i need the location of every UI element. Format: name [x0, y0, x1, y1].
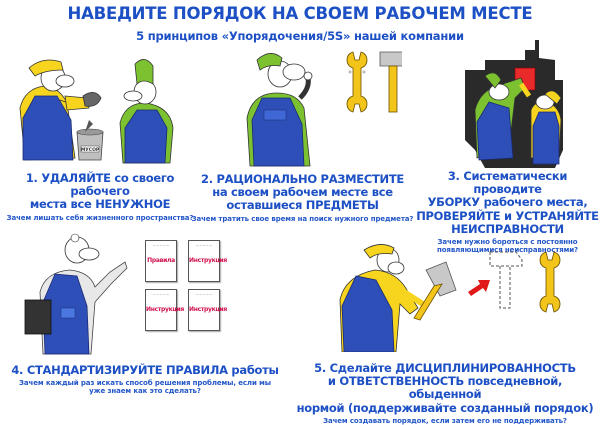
- worker-yellow-repair-icon: [518, 82, 562, 165]
- worker-green-icon: [119, 59, 174, 164]
- document-instruction: — — — — —Инструкция: [145, 289, 184, 331]
- principle-5-heading: 5. Сделайте ДИСЦИПЛИНИРОВАННОСТЬ и ОТВЕТ…: [296, 361, 594, 415]
- document-grid: — — — — —Правила — — — — —Инструкция — —…: [140, 237, 240, 342]
- illustration-discard-unneeded: МУСОР: [5, 48, 195, 168]
- worker-yellow-hammer-icon: [339, 244, 428, 352]
- folder-icon: [24, 299, 52, 335]
- principle-4: 4. СТАНДАРТИЗИРУЙТЕ ПРАВИЛА работы Зачем…: [0, 363, 290, 396]
- page-subtitle: 5 принципов «Упорядочения/5S» нашей комп…: [136, 29, 464, 43]
- principle-1-question: Зачем лишать себя жизненного пространств…: [6, 213, 194, 222]
- trash-bin-icon: МУСОР: [76, 120, 104, 161]
- worker-white-pointing-icon: [24, 233, 128, 355]
- wrench-icon: [539, 251, 561, 313]
- illustration-arrange-items: [232, 48, 402, 168]
- principle-3-heading: 3. Систематически проводите УБОРКУ рабоч…: [416, 169, 599, 236]
- principle-3-question: Зачем нужно бороться с постоянно появляю…: [436, 238, 579, 255]
- illustration-standardize: [15, 232, 130, 357]
- worker-yellow-icon: [19, 59, 90, 161]
- wrench-icon: [346, 51, 368, 113]
- page-title: НАВЕДИТЕ ПОРЯДОК НА СВОЕМ РАБОЧЕМ МЕСТЕ: [67, 4, 533, 23]
- document-rules: — — — — —Правила: [145, 240, 177, 282]
- principle-4-question: Зачем каждый раз искать способ решения п…: [19, 379, 271, 396]
- principle-2-question: Зачем тратить свое время на поиск нужног…: [191, 214, 414, 223]
- worker-green-thinking-icon: [246, 53, 313, 167]
- hammer-outline-icon: [489, 251, 523, 309]
- principle-5-question: Зачем создавать порядок, если затем его …: [323, 416, 567, 425]
- principle-1: 1. УДАЛЯЙТЕ со своего рабочего места все…: [0, 171, 200, 222]
- document-instruction: — — — — —Инструкция: [188, 240, 227, 282]
- worker-green-repair-icon: [474, 72, 526, 161]
- hammer-in-hand-icon: [413, 261, 457, 321]
- principle-5: 5. Сделайте ДИСЦИПЛИНИРОВАННОСТЬ и ОТВЕТ…: [290, 361, 600, 425]
- principle-2-heading: 2. РАЦИОНАЛЬНО РАЗМЕСТИТЕ на своем рабоч…: [201, 172, 404, 213]
- illustration-clean-inspect: [455, 40, 595, 168]
- illustration-discipline: [330, 240, 600, 352]
- principle-1-heading: 1. УДАЛЯЙТЕ со своего рабочего места все…: [25, 171, 175, 212]
- principle-4-heading: 4. СТАНДАРТИЗИРУЙТЕ ПРАВИЛА работы: [11, 363, 279, 377]
- svg-text:МУСОР: МУСОР: [81, 147, 100, 153]
- principle-2: 2. РАЦИОНАЛЬНО РАЗМЕСТИТЕ на своем рабоч…: [190, 172, 415, 223]
- principle-3: 3. Систематически проводите УБОРКУ рабоч…: [415, 169, 600, 255]
- hammer-icon: [379, 51, 402, 113]
- red-arrow-icon: [468, 280, 490, 296]
- document-instruction: — — — — —Инструкция: [188, 289, 227, 331]
